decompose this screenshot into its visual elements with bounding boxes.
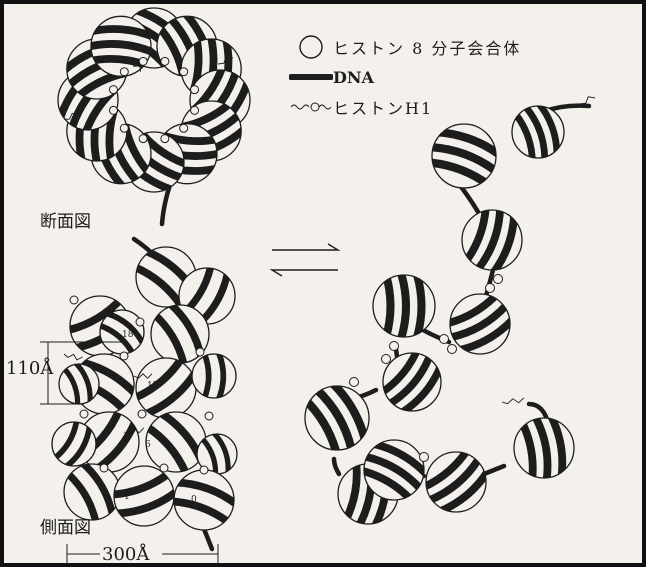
octamer-circle-icon <box>289 34 333 60</box>
ring-center-icon <box>124 70 184 130</box>
dimension-300-label: 300Å <box>102 544 149 565</box>
histone-h1-bead-icon <box>120 68 128 76</box>
histone-h1-icon <box>64 354 83 360</box>
extended-nucleosome-chain <box>304 97 596 529</box>
histone-h1-bead-icon <box>382 355 391 364</box>
nucleosome-icon <box>514 414 574 483</box>
histone-h1-icon <box>580 97 595 104</box>
arrow-right-icon <box>272 244 338 250</box>
legend-item-octamer: ヒストン 8 分子会合体 <box>289 34 521 60</box>
histone-h1-bead-icon <box>200 466 208 474</box>
histone-h1-bead-icon <box>120 352 128 360</box>
nucleosome-icon <box>420 448 492 516</box>
nucleosome-icon <box>169 470 238 530</box>
legend-label-h1: ヒストンH1 <box>333 95 433 119</box>
histone-h1-bead-icon <box>180 68 188 76</box>
solenoid-side-view <box>52 239 238 549</box>
dna-linker-icon <box>484 466 504 474</box>
histone-h1-bead-icon <box>80 410 88 418</box>
nucleosome-number-1: 1 <box>124 492 130 502</box>
histone-h1-bead-icon <box>440 335 449 344</box>
histone-h1-bead-icon <box>109 86 117 94</box>
nucleosome-icon <box>145 410 206 475</box>
nucleosome-number-12: 12 <box>147 381 158 391</box>
histone-h1-bead-icon <box>139 57 147 65</box>
nucleosome-icon <box>109 466 178 526</box>
histone-h1-bead-icon <box>191 106 199 114</box>
nucleosome-number-0: 0 <box>191 495 197 505</box>
dimension-110-label: 110Å <box>6 358 53 379</box>
nucleosome-icon <box>304 380 370 457</box>
histone-h1-bead-icon <box>136 318 144 326</box>
histone-h1-bead-icon <box>139 135 147 143</box>
histone-h1-bead-icon <box>120 124 128 132</box>
histone-h1-bead-icon <box>138 410 146 418</box>
histone-h1-bead-icon <box>350 378 359 387</box>
legend-item-dna: DNA <box>289 64 374 90</box>
histone-h1-icon <box>502 398 524 404</box>
dna-line-icon <box>289 64 333 90</box>
cross-section-label: 断面図 <box>40 207 91 232</box>
nucleosome-icon <box>462 204 522 276</box>
histone-h1-bead-icon <box>109 106 117 114</box>
histone-h1-bead-icon <box>100 464 108 472</box>
histone-h1-bead-icon <box>160 464 168 472</box>
nucleosome-number-18: 18 <box>122 330 133 340</box>
histone-h1-bead-icon <box>191 86 199 94</box>
histone-h1-bead-icon <box>70 296 78 304</box>
histone-h1-bead-icon <box>161 57 169 65</box>
solenoid-cross-section <box>56 6 253 224</box>
histone-h1-bead-icon <box>161 135 169 143</box>
histone-h1-bead-icon <box>448 345 457 354</box>
nucleosome-icon <box>133 357 198 418</box>
histone-h1-bead-icon <box>420 453 429 462</box>
histone-h1-bead-icon <box>196 348 204 356</box>
nucleosome-icon <box>426 124 503 188</box>
nucleosome-icon <box>192 352 236 400</box>
histone-h1-bead-icon <box>390 342 399 351</box>
nucleosome-number-6: 6 <box>145 440 151 450</box>
dna-linker-icon <box>334 459 339 474</box>
side-view-label: 側面図 <box>40 513 91 538</box>
histone-h1-bead-icon <box>494 275 503 284</box>
equilibrium-arrows <box>272 244 338 276</box>
arrow-left-icon <box>272 270 338 276</box>
histone-h1-bead-icon <box>180 124 188 132</box>
legend-label-dna: DNA <box>333 68 374 87</box>
h1-wavy-icon <box>289 94 333 120</box>
legend-item-h1: ヒストンH1 <box>289 94 433 120</box>
histone-h1-bead-icon <box>486 284 495 293</box>
legend-label-octamer: ヒストン 8 分子会合体 <box>333 35 521 59</box>
histone-h1-bead-icon <box>205 412 213 420</box>
